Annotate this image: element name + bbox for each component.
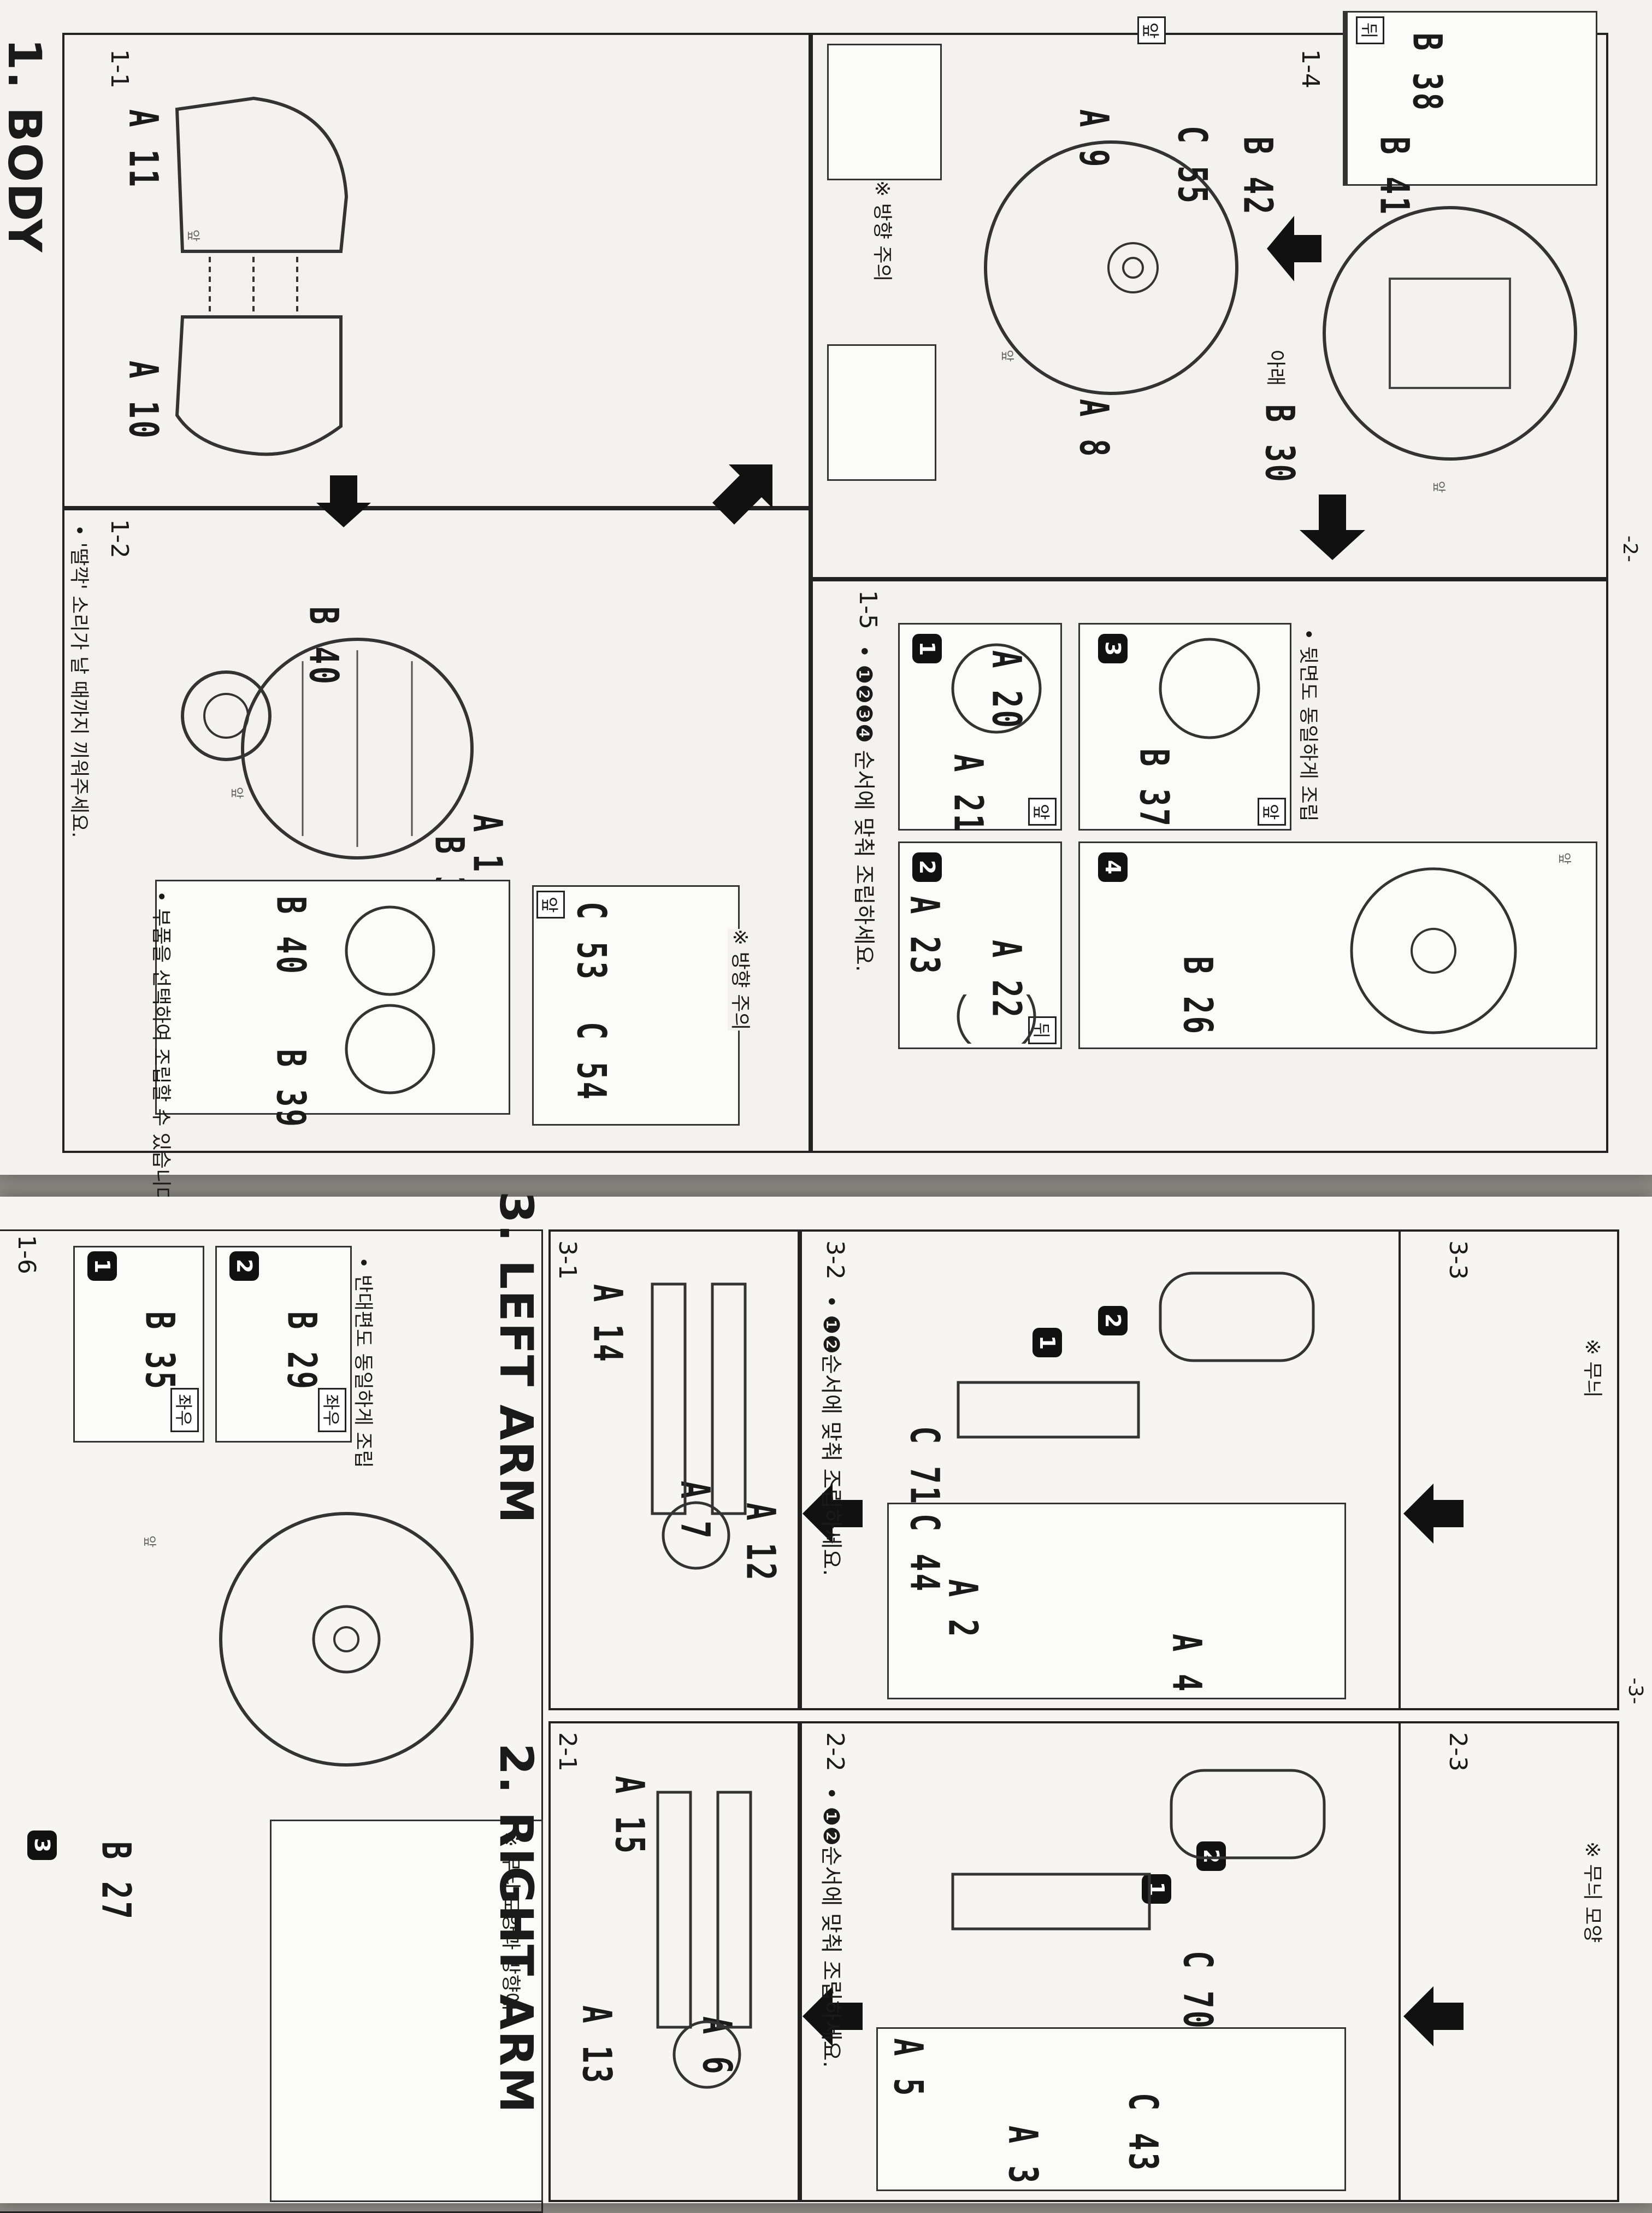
drawing-sub2 [957, 994, 1036, 1044]
step-label-1-4: 1-4 [1296, 49, 1324, 89]
part-label-a3: A 3 [999, 2126, 1047, 2186]
caution-pattern-2-3: ※ 무늬 모양 [1581, 1841, 1603, 1943]
step-label-2-2: 2-2 [821, 1732, 849, 1771]
drawing-sub1 [951, 643, 1042, 734]
drawing-body-sphere-1-3 [984, 140, 1238, 395]
substep-1-6-number-1: 1 [87, 1251, 117, 1281]
step-label-1-5: 1-5 [854, 590, 882, 629]
step-label-3-2: 3-2 [821, 1240, 849, 1280]
part-label-b26: B 26 [1174, 956, 1222, 1037]
instruction-page-right: 1-6 1 2 B 35 B 29 좌우 좌우 • 반대편도 동일하게 조립 앞… [0, 1191, 1652, 2213]
front-mark-1-6: 앞 [142, 1535, 157, 1548]
drawing-left-arm-frame [651, 1282, 747, 1570]
drawing-option-spheres [345, 905, 435, 1094]
substep-number-2: 2 [912, 852, 942, 882]
part-label-a4: A 4 [1163, 1634, 1211, 1694]
drawing-sub4 [1350, 867, 1517, 1034]
arrow-diagonal-1-2 [712, 464, 772, 525]
part-label-b38: B 38 [1403, 33, 1451, 113]
part-label-b40-option: B 40 [267, 896, 315, 976]
front-mark-1-4: 앞 [1431, 481, 1447, 493]
arrow-down-2-2 [1403, 1986, 1464, 2046]
part-label-a23: A 23 [901, 896, 948, 976]
instruction-1-5: • ❶❷❸❹ 순서에 맞춰 조립하세요. [851, 645, 876, 972]
part-label-b39: B 39 [267, 1049, 315, 1129]
drawing-body-sphere-1-6 [219, 1512, 474, 1767]
instruction-3-2: • ❶❷순서에 맞춰 조립하세요. [818, 1295, 843, 1576]
part-label-c43: C 43 [1119, 2093, 1167, 2173]
step-label-1-2: 1-2 [105, 519, 133, 558]
tag-front-sub1: 앞 [1028, 798, 1057, 826]
instruction-page-left: 1. BODY 1-1 A 11 A 10 앞 1-2 B 40 A 1 B 3… [0, 0, 1652, 1211]
arrow-down-2-1 [803, 1986, 863, 2046]
note-click-sound: • '딸깍' 소리가 날 때까지 끼워주세요. [68, 525, 90, 838]
arrow-right-1-1 [316, 475, 371, 527]
part-label-a21: A 21 [945, 754, 992, 834]
substep-number-3: 3 [1098, 634, 1128, 663]
detail-divider [1343, 11, 1346, 186]
part-label-c55: C 55 [1169, 126, 1216, 206]
drawing-body-sphere-1-4 [1323, 206, 1577, 461]
note-optional-parts: • 부품을 선택하여 조립할 수 있습니다. [150, 891, 172, 1211]
drawing-left-arm-assembly [957, 1272, 1315, 1439]
part-label-b29: B 29 [278, 1311, 326, 1392]
arrow-down-3-1 [803, 1484, 863, 1544]
tag-front-c53: 앞 [536, 891, 565, 919]
section-title-right-arm: 2. RIGHT ARM [489, 1743, 543, 2114]
tag-rear-1-4: 뒤 [1356, 16, 1384, 45]
part-label-a5: A 5 [884, 2038, 932, 2098]
substep-1-6-number-2: 2 [229, 1251, 259, 1281]
drawing-sub3 [1159, 638, 1260, 739]
instruction-2-2: • ❶❷순서에 맞춰 조립하세요. [818, 1787, 843, 2068]
tag-leftright-2: 좌우 [318, 1388, 346, 1432]
section-title-left-arm: 3. LEFT ARM [489, 1191, 543, 1525]
detail-a8-bottom [827, 344, 936, 481]
page-left-canvas: 1. BODY 1-1 A 11 A 10 앞 1-2 B 40 A 1 B 3… [0, 11, 1641, 1211]
step-label-2-1: 2-1 [553, 1732, 581, 1771]
drawing-right-arm-frame [656, 1791, 752, 2089]
part-label-c71: C 71 [901, 1426, 948, 1506]
drawing-right-arm-assembly [951, 1769, 1326, 1931]
caution-pattern-3-3: ※ 무늬 [1581, 1339, 1603, 1398]
part-label-b35: B 35 [136, 1311, 184, 1392]
substep-number-1: 1 [912, 634, 942, 663]
substep-1-6-number-3: 3 [27, 1831, 57, 1860]
note-bottom: 아래 [1264, 350, 1287, 386]
arrow-down-1-3 [1267, 216, 1321, 281]
detail-a9-top [827, 44, 942, 180]
front-mark-sub4: 앞 [1557, 852, 1572, 865]
step-label-1-1: 1-1 [105, 49, 133, 89]
page-number-left: -2- [1619, 535, 1641, 562]
drawing-part-b40 [181, 670, 272, 761]
part-label-a13: A 13 [573, 2005, 621, 2086]
tag-front-sub3: 앞 [1258, 798, 1286, 826]
page-number-right: -3- [1624, 1678, 1647, 1704]
arrow-right-1-4 [1300, 495, 1365, 560]
part-label-b30: B 30 [1256, 404, 1303, 485]
part-label-c53: C 53 [568, 902, 615, 982]
detail-2-2 [876, 2027, 1346, 2191]
page-right-canvas: 1-6 1 2 B 35 B 29 좌우 좌우 • 반대편도 동일하게 조립 앞… [0, 1191, 1652, 2213]
note-other-side-same: • 반대편도 동일하게 조립 [352, 1257, 374, 1468]
tag-front-1-4: 앞 [1137, 16, 1166, 45]
section-title-body: 1. BODY [0, 38, 51, 254]
caution-direction-1-2: ※ 방향 주의 [728, 929, 756, 1031]
step-label-2-3: 2-3 [1444, 1732, 1472, 1771]
drawing-body-halves [175, 96, 349, 456]
tag-leftright-1: 좌우 [170, 1388, 199, 1432]
part-label-b27: B 27 [92, 1841, 140, 1922]
step-label-3-1: 3-1 [553, 1240, 581, 1280]
part-label-b37: B 37 [1130, 749, 1178, 829]
step-label-1-6: 1-6 [13, 1235, 40, 1274]
arrow-down-3-2 [1403, 1484, 1464, 1544]
part-label-b42: B 42 [1234, 137, 1282, 217]
caution-direction-1-3: ※ 방향 주의 [871, 180, 893, 282]
substep-number-4: 4 [1098, 852, 1128, 882]
step-label-3-3: 3-3 [1444, 1240, 1472, 1280]
part-label-a2: A 2 [939, 1579, 987, 1639]
note-backside-same: • 뒷면도 동일하게 조립 [1297, 628, 1319, 822]
drawing-body-sphere-1-2 [241, 638, 474, 860]
detail-c53-c54 [532, 885, 740, 1126]
part-label-c54: C 54 [568, 1022, 615, 1102]
